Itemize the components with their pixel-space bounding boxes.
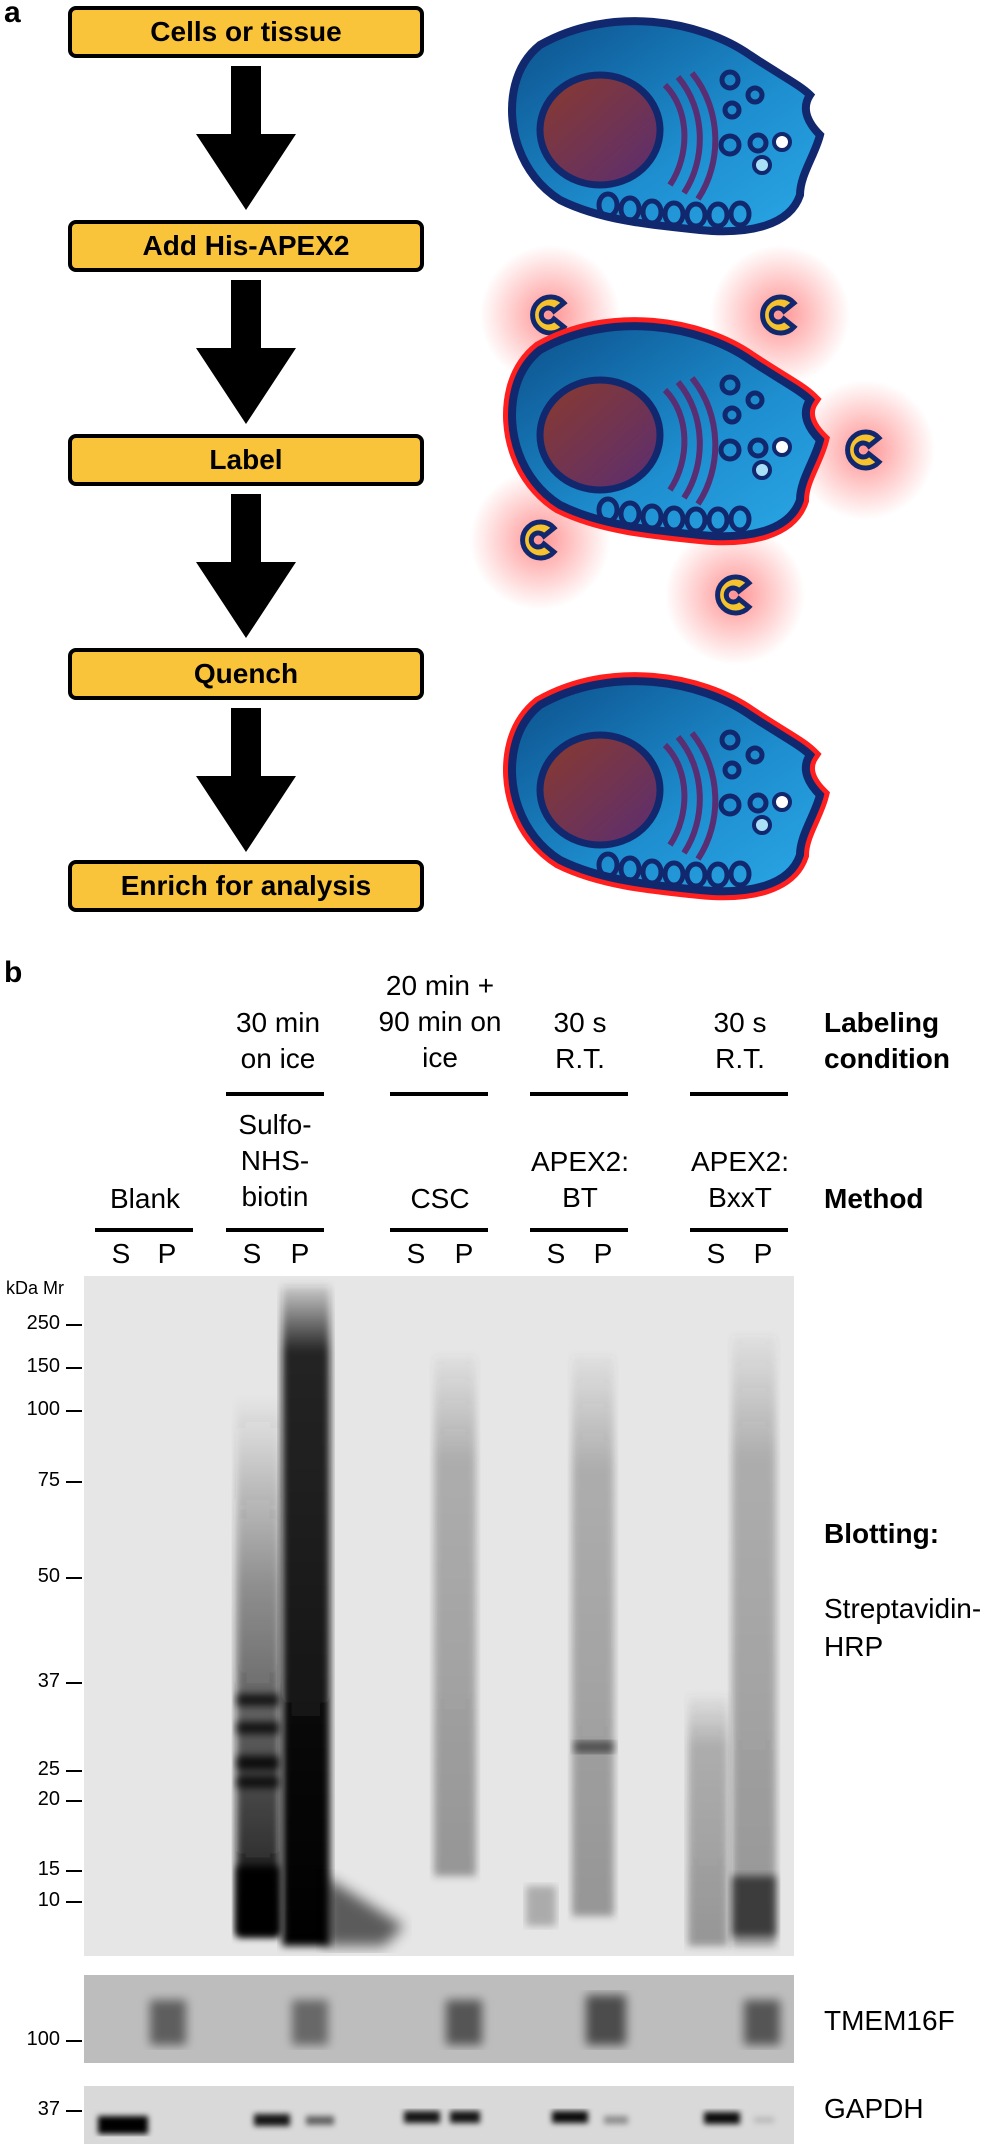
mw-20: 20 [37, 1788, 60, 1810]
blotting-title: Blotting: [824, 1518, 940, 1549]
labeling-condition-header: Labeling condition [824, 1007, 950, 1074]
mw-37: 37 [37, 1670, 60, 1692]
lane-label-s: S [546, 1238, 566, 1269]
mw-250: 250 [26, 1312, 60, 1334]
method-rule [390, 1228, 488, 1232]
gapdh-label: GAPDH [824, 2093, 924, 2124]
mw-tick [66, 1800, 82, 1802]
mw-tick [66, 1870, 82, 1872]
mw-50: 50 [37, 1565, 60, 1587]
mw-100: 100 [26, 1398, 60, 1420]
condition-bt: 30 s R.T. [553, 1007, 607, 1074]
lane-label-p: P [593, 1238, 613, 1269]
tmem-marker: 100 [26, 2028, 60, 2050]
mw-tick [66, 1481, 82, 1483]
method-header: Method [824, 1183, 924, 1214]
down-arrow-icon [196, 708, 296, 852]
method-bxxt: APEX2: BxxT [690, 1146, 790, 1213]
mw-tick [66, 1410, 82, 1412]
down-arrow-icon [196, 494, 296, 638]
condition-rule [690, 1092, 788, 1096]
tmem16f-blot-image [84, 1975, 794, 2063]
step-label: Label [68, 434, 424, 486]
method-rule [530, 1228, 628, 1232]
condition-rule [390, 1092, 488, 1096]
method-csc: CSC [410, 1183, 470, 1214]
mw-tick [66, 1901, 82, 1903]
cell-illustrations [460, 0, 960, 901]
mw-15: 15 [37, 1858, 60, 1880]
lane-label-s: S [406, 1238, 426, 1269]
step-quench: Quench [68, 648, 424, 700]
mw-tick [66, 2040, 82, 2042]
lane-label-p: P [290, 1238, 310, 1269]
lane-label-s: S [111, 1238, 131, 1269]
condition-sulfo: 30 min on ice [235, 1007, 321, 1074]
method-rule [690, 1228, 788, 1232]
lane-label-p: P [753, 1238, 773, 1269]
panel-a-letter: a [4, 0, 21, 29]
condition-rule [530, 1092, 628, 1096]
blotting-reagent: Streptavidin-HRP [824, 1593, 982, 1662]
step-cells-or-tissue: Cells or tissue [68, 6, 424, 58]
mw-tick [66, 1367, 82, 1369]
lane-label-p: P [157, 1238, 177, 1269]
mw-10: 10 [37, 1889, 60, 1911]
streptavidin-blot-image [84, 1276, 794, 1956]
mw-tick [66, 1324, 82, 1326]
mw-25: 25 [37, 1758, 60, 1780]
method-sulfo: Sulfo-NHS-biotin [238, 1109, 312, 1212]
condition-bxxt: 30 s R.T. [713, 1007, 767, 1074]
gapdh-marker: 37 [37, 2098, 60, 2120]
mw-tick [66, 1682, 82, 1684]
method-rule [95, 1228, 193, 1232]
method-blank: Blank [109, 1183, 181, 1214]
mw-header: kDa Mr [6, 1278, 64, 1298]
condition-csc: 20 min + 90 min on ice [378, 970, 502, 1073]
panel-b-letter: b [4, 956, 23, 989]
mw-tick [66, 1577, 82, 1579]
step-enrich-for-analysis: Enrich for analysis [68, 860, 424, 912]
method-bt: APEX2: BT [530, 1146, 630, 1213]
method-rule [226, 1228, 324, 1232]
tmem16f-label: TMEM16F [824, 2005, 955, 2036]
step-add-his-apex2: Add His-APEX2 [68, 220, 424, 272]
down-arrow-icon [196, 66, 296, 210]
mw-75: 75 [37, 1469, 60, 1491]
condition-rule [226, 1092, 324, 1096]
gapdh-blot-image [84, 2086, 794, 2144]
mw-tick [66, 2110, 82, 2112]
mw-150: 150 [26, 1355, 60, 1377]
lane-label-s: S [242, 1238, 262, 1269]
mw-tick [66, 1770, 82, 1772]
lane-label-p: P [454, 1238, 474, 1269]
lane-label-s: S [706, 1238, 726, 1269]
down-arrow-icon [196, 280, 296, 424]
